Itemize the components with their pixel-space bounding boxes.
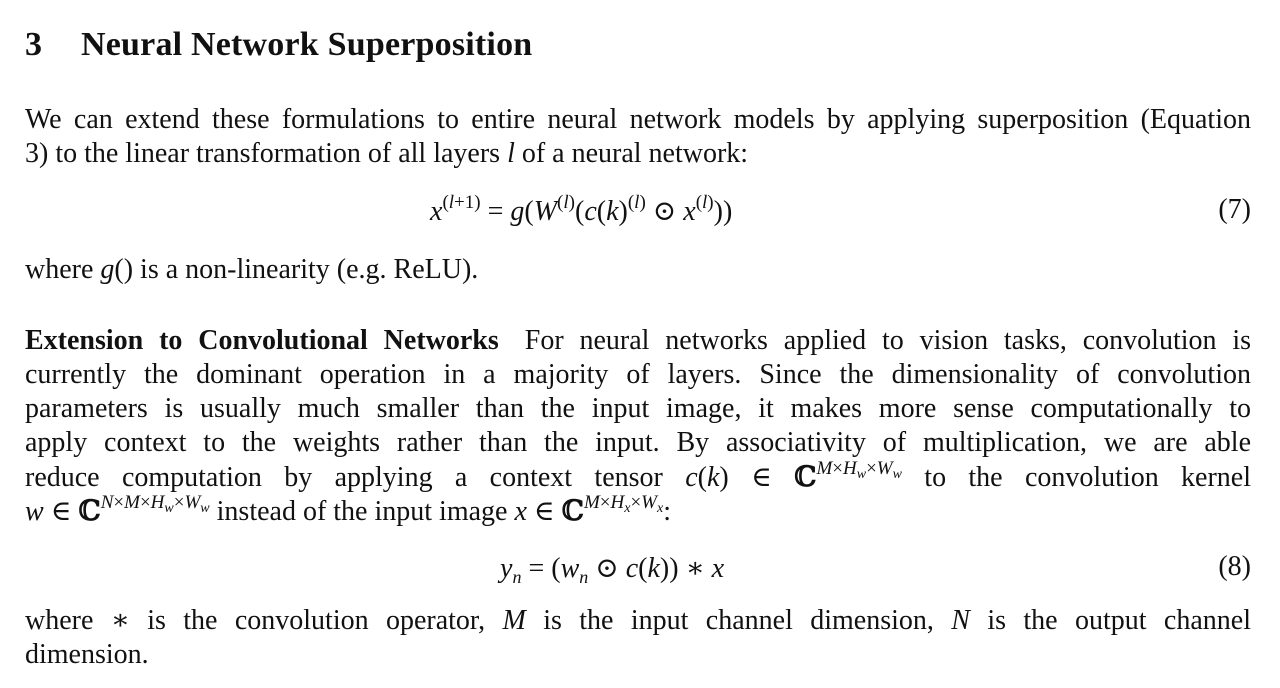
after-eq8-line-2: dimension. [25, 639, 149, 670]
conv-line-5: reduce computation by applying a context… [25, 458, 1252, 493]
equation-7: x(l+1) = g(W(l)(c(k)(l) ⊙ x(l))) (7) [25, 192, 1251, 234]
equation-8: yn = (wn ⊙ c(k)) ∗ x (8) [25, 551, 1251, 591]
intro-line-2: 3) to the linear transformation of all l… [25, 138, 749, 169]
conv-run-in-heading: Extension to Convolutional Networks [25, 325, 499, 356]
after-eq8-line-1: where ∗ is the convolution operator, M i… [25, 605, 1251, 636]
conv-line-2: currently the dominant operation in a ma… [25, 359, 1251, 390]
intro-line-1: We can extend these formulations to enti… [25, 104, 1251, 135]
after-eq7-line: where g() is a non-linearity (e.g. ReLU)… [25, 254, 479, 285]
conv-line-6: w ∈ ℂN×M×Hw×Ww instead of the input imag… [25, 492, 671, 527]
conv-line-3: parameters is usually much smaller than … [25, 393, 1251, 424]
equation-7-number: (7) [1218, 194, 1251, 225]
section-number: 3 [25, 26, 43, 63]
section-heading: 3 Neural Network Superposition [25, 26, 532, 64]
equation-8-number: (8) [1218, 551, 1251, 582]
section-title: Neural Network Superposition [81, 26, 533, 63]
after-eq8-paragraph: where ∗ is the convolution operator, M i… [25, 604, 1251, 672]
equation-7-body: x(l+1) = g(W(l)(c(k)(l) ⊙ x(l))) [430, 192, 733, 227]
after-eq7-paragraph: where g() is a non-linearity (e.g. ReLU)… [25, 253, 1251, 287]
intro-paragraph: We can extend these formulations to enti… [25, 103, 1251, 171]
conv-line-4: apply context to the weights rather than… [25, 427, 1251, 458]
equation-8-body: yn = (wn ⊙ c(k)) ∗ x [500, 553, 725, 587]
